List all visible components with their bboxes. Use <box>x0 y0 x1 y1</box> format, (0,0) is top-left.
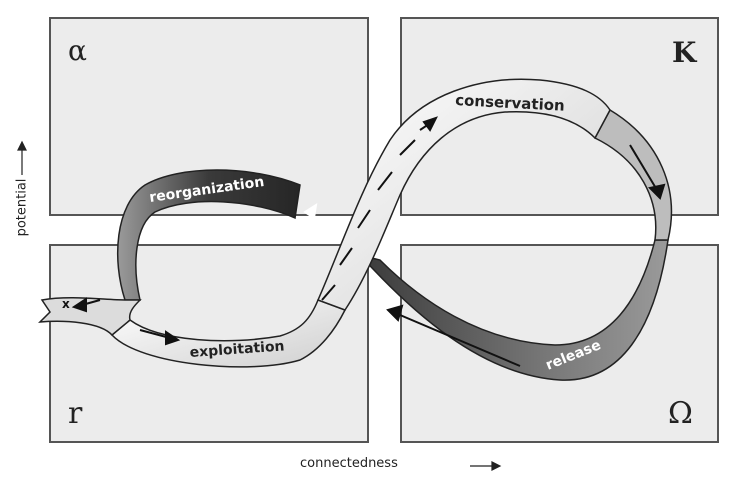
reorganization-arrow <box>303 202 318 220</box>
release-arrow <box>386 304 521 367</box>
omega-symbol: Ω <box>668 396 693 431</box>
r-symbol: r <box>68 396 83 431</box>
exit-arrow <box>71 297 101 313</box>
x-axis-label: connectedness <box>300 456 398 471</box>
exit-twist <box>38 297 142 337</box>
y-axis-label: potential <box>14 178 30 237</box>
conservation-label: conservation <box>455 91 565 115</box>
exploitation-arrow <box>139 329 181 346</box>
conservation-descent-band <box>593 108 673 241</box>
alpha-symbol: α <box>68 34 87 67</box>
quadrant-omega-panel <box>400 244 719 443</box>
conservation-arrow <box>629 144 666 200</box>
x-axis-arrow <box>470 461 502 471</box>
y-axis-arrow <box>17 140 27 175</box>
k-symbol: K <box>672 36 698 69</box>
exit-label: x <box>62 297 70 311</box>
diagonal-band <box>316 78 611 311</box>
diagonal-arrows <box>321 116 438 301</box>
exploitation-label: exploitation <box>189 338 285 361</box>
